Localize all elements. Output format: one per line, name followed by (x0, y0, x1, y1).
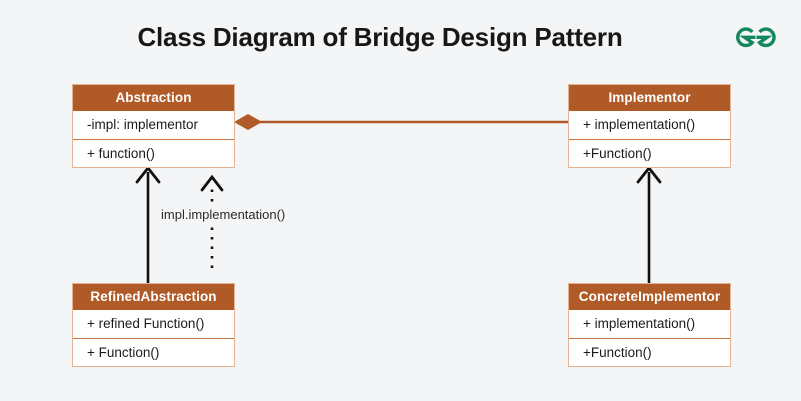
class-member: + function() (73, 139, 234, 167)
class-member: -impl: implementor (73, 111, 234, 139)
class-box-implementor[interactable]: Implementor + implementation() +Function… (568, 84, 731, 168)
class-member: +Function() (569, 338, 730, 366)
composition-edge (234, 114, 568, 130)
class-box-refined-abstraction[interactable]: RefinedAbstraction + refined Function() … (72, 283, 235, 367)
class-member: + Function() (73, 338, 234, 366)
generalization-edge-left (135, 165, 161, 283)
class-title-concrete-implementor: ConcreteImplementor (569, 284, 730, 310)
class-member: + implementation() (569, 111, 730, 139)
generalization-edge-right (636, 165, 662, 283)
class-title-abstraction: Abstraction (73, 85, 234, 111)
dependency-edge (200, 174, 224, 268)
class-box-abstraction[interactable]: Abstraction -impl: implementor + functio… (72, 84, 235, 168)
class-member: + refined Function() (73, 310, 234, 338)
page-title: Class Diagram of Bridge Design Pattern (137, 22, 623, 52)
class-member: +Function() (569, 139, 730, 167)
class-title-implementor: Implementor (569, 85, 730, 111)
dependency-edge-label: impl.implementation() (158, 207, 289, 222)
class-title-refined-abstraction: RefinedAbstraction (73, 284, 234, 310)
geeksforgeeks-logo (736, 27, 776, 48)
class-member: + implementation() (569, 310, 730, 338)
class-box-concrete-implementor[interactable]: ConcreteImplementor + implementation() +… (568, 283, 731, 367)
